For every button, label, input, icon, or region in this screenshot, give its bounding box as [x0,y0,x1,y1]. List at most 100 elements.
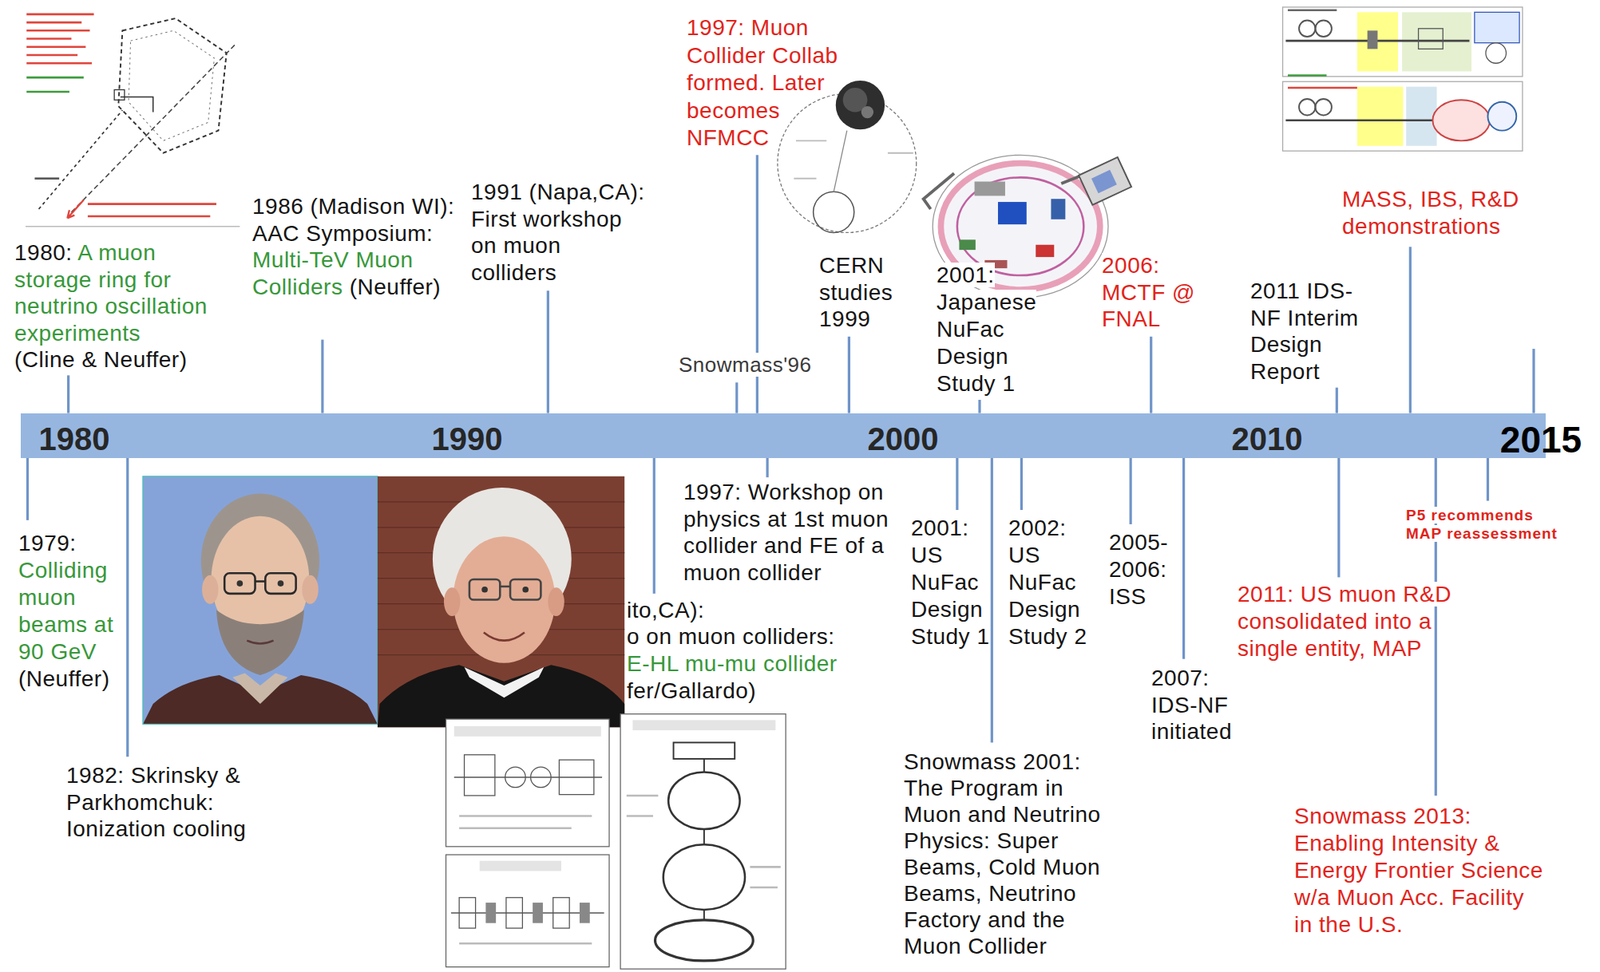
portrait-photo-part [142,476,378,725]
event-label: Snowmass'96 [678,352,812,377]
event-label: (Neuffer) [18,665,123,694]
storage-ring-sketch-part [26,21,82,24]
portrait-photo-part [452,536,555,663]
label-block: 1982: Skrinsky & Parkhomchuk: Ionization… [66,762,254,844]
facility-schematic-part [1283,81,1523,151]
cern-ring-sketch-part [835,80,885,130]
nufac-ring-picture-part [958,239,975,250]
cooling-sketch-part [459,827,572,831]
label-block: 2007: IDS-NF initiated [1151,665,1236,746]
storage-ring-sketch-part [26,54,78,57]
portrait-photo-part [232,673,288,705]
year-label-holder: 1980 [39,423,111,456]
event-label: 1982: Skrinsky & Parkhomchuk: Ionization… [66,763,246,842]
tick-line-part [847,336,851,414]
label-block: ito,CA): [626,597,705,625]
year-label-holder: 2000 [867,423,939,456]
event-label: 2005-2006: ISS [1108,530,1169,610]
cooling-sketch-part [459,942,592,946]
portrait-photo-part [443,587,460,617]
label-block: Snowmass'96 [678,352,812,380]
event-label: MASS, IBS, R&D demonstrations [1342,186,1520,239]
event-label: 1979: [18,530,77,556]
cern-ring-sketch-part [793,178,816,180]
cern-ring-sketch-part [833,130,848,193]
label-block: 2005-2006: ISS [1108,529,1173,611]
tick-line-part [955,454,959,511]
facility-schematic-part [1432,99,1490,141]
cern-ring-sketch-part [813,191,855,233]
collider-system-sketch-part [703,829,705,845]
cooling-sketch-part [532,902,543,924]
cooling-sketch-part [464,755,496,797]
event-label: CERN studies 1999 [819,253,893,332]
tick-line-part [1532,348,1535,414]
year-label: 1980 [39,421,111,457]
portrait-photo-part [224,573,255,595]
collider-system-sketch-part [673,742,736,759]
collider-system-sketch-part [626,815,654,818]
portrait-photo-part [469,579,500,601]
label-block: 1986 (Madison WI): AAC Symposium: Multi-… [252,193,462,301]
event-label: 1980: [14,240,73,266]
collider-system-sketch-part [749,887,778,890]
facility-schematic-part [1283,7,1523,77]
event-label: ito,CA): [626,598,705,623]
facility-schematic [1283,7,1523,151]
nufac-ring-picture-part [1035,245,1054,258]
storage-ring-sketch-part [118,18,226,154]
storage-ring-sketch-part [26,76,84,80]
facility-schematic-part [1287,74,1327,77]
portrait-photo-part [547,587,564,617]
event-label: 1986 (Madison WI): AAC Symposium: [252,194,455,246]
facility-schematic-part [1285,119,1434,123]
collider-system-sketch-part [620,714,786,971]
facility-schematic-part [1367,30,1379,49]
portrait-photo-part [277,580,285,587]
event-label: Colliding muon beams at 90 GeV [18,558,114,665]
portrait-photo [142,476,378,725]
year-label: 2010 [1231,421,1303,457]
portrait-photo-part [522,586,529,594]
tick-line-part [653,454,656,595]
nufac-ring-picture-part [1091,170,1117,194]
event-label: 2001: Japanese NuFac Design Study 1 [936,262,1037,397]
storage-ring-sketch-part [39,110,123,210]
cooling-sketch-part [479,861,562,872]
storage-ring-sketch-part [87,202,217,206]
event-label: 1997: Workshop on physics at 1st muon co… [683,479,889,586]
tick-line-part [978,400,981,414]
tick-line-part [1335,388,1339,414]
facility-schematic-part [1299,99,1315,115]
label-block: P5 recommends MAP reassessment [1405,506,1565,543]
label-block: fer/Gallardo) [626,677,757,705]
tick-line-part [1337,454,1340,579]
portrait-photo-part [216,609,305,676]
collider-system-sketch-part [655,920,754,962]
portrait-photo-part [483,632,525,641]
year-label: 2015 [1500,419,1582,461]
tick-line-part [1129,454,1133,525]
label-block: o on muon colliders: [626,623,836,651]
storage-ring-sketch-part [67,200,84,219]
nufac-ring-picture-part [974,182,1006,197]
cooling-sketch-part [505,767,527,789]
event-label: Snowmass 2001: The Program in Muon and N… [903,749,1101,959]
facility-schematic-part [1287,87,1358,90]
event-label: 1997: Muon Collider Collab formed. Later… [686,15,839,151]
cooling-sketch-part [506,898,523,929]
year-label-holder: 2010 [1231,423,1303,456]
nufac-ring-picture-part [923,173,955,210]
facility-schematic-part [1405,87,1437,147]
facility-schematic-part [1357,87,1404,147]
cooling-sketch [446,719,610,968]
label-block: MASS, IBS, R&D demonstrations [1342,186,1528,240]
event-label: P5 recommends MAP reassessment [1405,506,1558,543]
label-block: Snowmass 2001: The Program in Muon and N… [903,748,1110,960]
portrait-photo-part [301,575,318,605]
storage-ring-sketch [25,14,240,227]
tick-line-part [1486,454,1490,502]
event-label: (Cline & Neuffer) [14,346,226,374]
storage-ring-sketch-part [26,77,84,92]
cern-ring-sketch-part [887,152,914,155]
